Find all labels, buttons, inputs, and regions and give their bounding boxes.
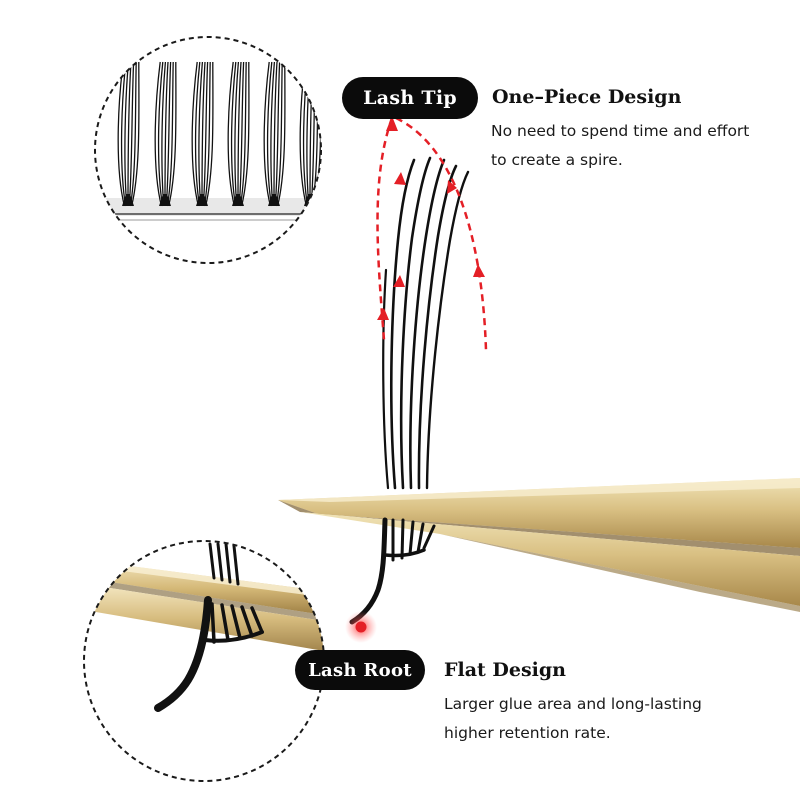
lash-root-description-line1: Larger glue area and long-lasting	[444, 695, 702, 713]
red-dot-icon	[345, 611, 377, 643]
lash-tip-description-line2: to create a spire.	[491, 151, 623, 169]
red-arrowheads	[377, 116, 485, 320]
tweezer	[278, 478, 800, 612]
lash-tip-description: No need to spend time and effort to crea…	[491, 117, 800, 175]
lash-root-label: Lash Root	[295, 650, 425, 690]
lash-tip-description-line1: No need to spend time and effort	[491, 122, 750, 140]
one-piece-design-heading: One–Piece Design	[492, 86, 682, 108]
lash-cluster	[349, 156, 470, 625]
red-dashed-arrow-icon	[376, 116, 488, 351]
lash-tip-label: Lash Tip	[342, 77, 478, 119]
lash-fan	[117, 61, 140, 207]
lash-fan	[263, 61, 286, 207]
flat-design-heading: Flat Design	[444, 659, 566, 681]
lash-fan	[227, 61, 250, 207]
lash-root-description: Larger glue area and long-lasting higher…	[444, 690, 754, 748]
lash-root-closeup-inset	[83, 540, 325, 782]
lash-tip-closeup-inset	[94, 36, 322, 264]
lash-fan	[154, 61, 177, 207]
lash-fan-row	[95, 61, 321, 221]
lash-fan	[191, 61, 214, 207]
lash-root-description-line2: higher retention rate.	[444, 724, 611, 742]
